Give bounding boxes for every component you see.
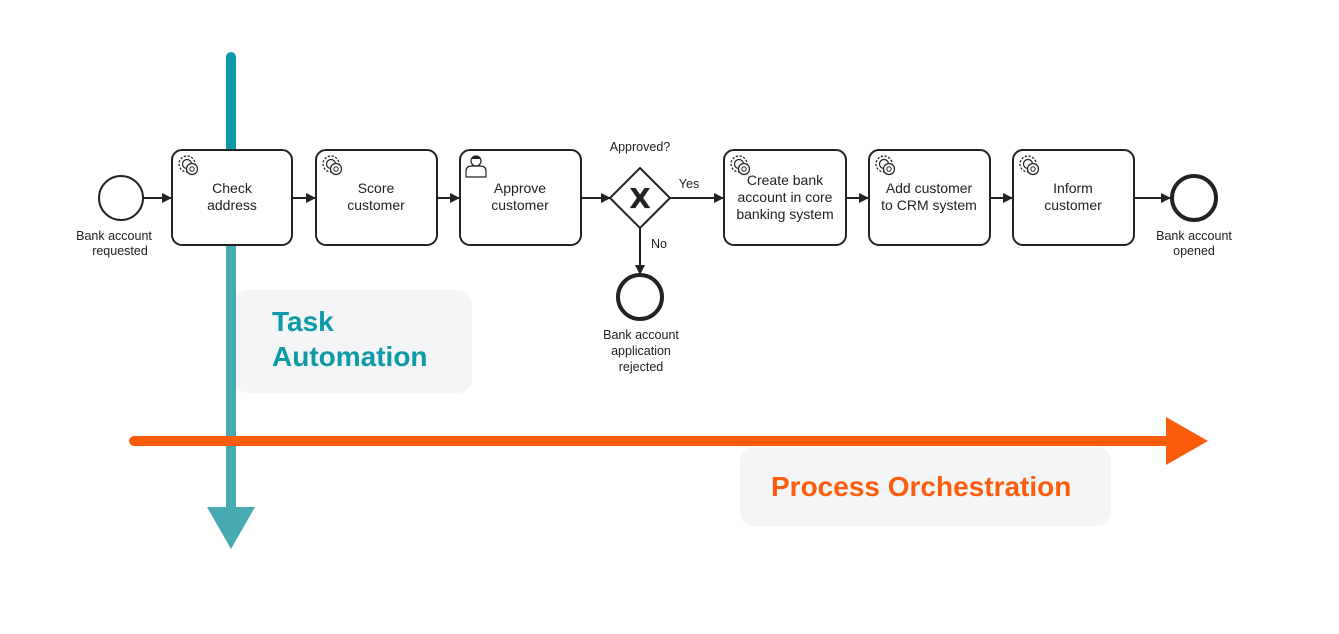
task-add-customer-to-crm[interactable]: Add customer to CRM system bbox=[868, 149, 991, 246]
end-event-label-line2: opened bbox=[1173, 244, 1215, 258]
task-label-line1: Check bbox=[212, 180, 253, 196]
gear-icon bbox=[322, 155, 343, 176]
task-label-line1: Score bbox=[358, 180, 395, 196]
task-check-address[interactable]: Check address bbox=[171, 149, 293, 246]
end-event-label-line1: Bank account bbox=[1156, 229, 1232, 243]
gateway-x-icon: X bbox=[629, 182, 651, 215]
rejected-label-line3: rejected bbox=[619, 360, 664, 374]
task-automation-title-line1: Task bbox=[272, 306, 334, 337]
process-orchestration-panel bbox=[740, 447, 1111, 526]
task-inform-customer[interactable]: Inform customer bbox=[1012, 149, 1135, 246]
gateway-yes-label: Yes bbox=[679, 177, 699, 191]
user-icon bbox=[465, 155, 487, 178]
task-automation-title-line2: Automation bbox=[272, 341, 428, 372]
exclusive-gateway[interactable]: X bbox=[608, 166, 672, 230]
gear-icon bbox=[730, 155, 751, 176]
task-label-line2: customer bbox=[1044, 197, 1102, 213]
task-label-line2: account in core bbox=[738, 189, 833, 205]
task-label-line3: banking system bbox=[736, 206, 833, 222]
end-event[interactable] bbox=[1170, 174, 1218, 222]
task-score-customer[interactable]: Score customer bbox=[315, 149, 438, 246]
rejected-label-line1: Bank account bbox=[603, 328, 679, 342]
task-label-line1: Inform bbox=[1053, 180, 1093, 196]
start-event-label-line2: requested bbox=[92, 244, 148, 258]
task-label-line1: Approve bbox=[494, 180, 546, 196]
rejected-end-event[interactable] bbox=[616, 273, 664, 321]
task-label-line2: customer bbox=[491, 197, 549, 213]
task-create-bank-account[interactable]: Create bank account in core banking syst… bbox=[723, 149, 847, 246]
process-orchestration-arrowhead bbox=[1166, 417, 1208, 465]
start-event[interactable] bbox=[98, 175, 144, 221]
task-automation-arrowhead bbox=[207, 507, 255, 549]
task-approve-customer[interactable]: Approve customer bbox=[459, 149, 582, 246]
sequence-flows bbox=[143, 193, 1171, 275]
start-event-label-line1: Bank account bbox=[76, 229, 152, 243]
gateway-label: Approved? bbox=[610, 140, 671, 154]
task-label-line2: to CRM system bbox=[881, 197, 977, 213]
task-automation-panel bbox=[234, 290, 472, 393]
gateway-no-label: No bbox=[651, 237, 667, 251]
gear-icon bbox=[875, 155, 896, 176]
rejected-label-line2: application bbox=[611, 344, 671, 358]
gear-icon bbox=[178, 155, 199, 176]
task-label-line2: customer bbox=[347, 197, 405, 213]
task-label-line1: Add customer bbox=[886, 180, 973, 196]
task-label-line2: address bbox=[207, 197, 257, 213]
process-orchestration-title: Process Orchestration bbox=[771, 471, 1072, 502]
task-label-line1: Create bank bbox=[747, 172, 824, 188]
gear-icon bbox=[1019, 155, 1040, 176]
